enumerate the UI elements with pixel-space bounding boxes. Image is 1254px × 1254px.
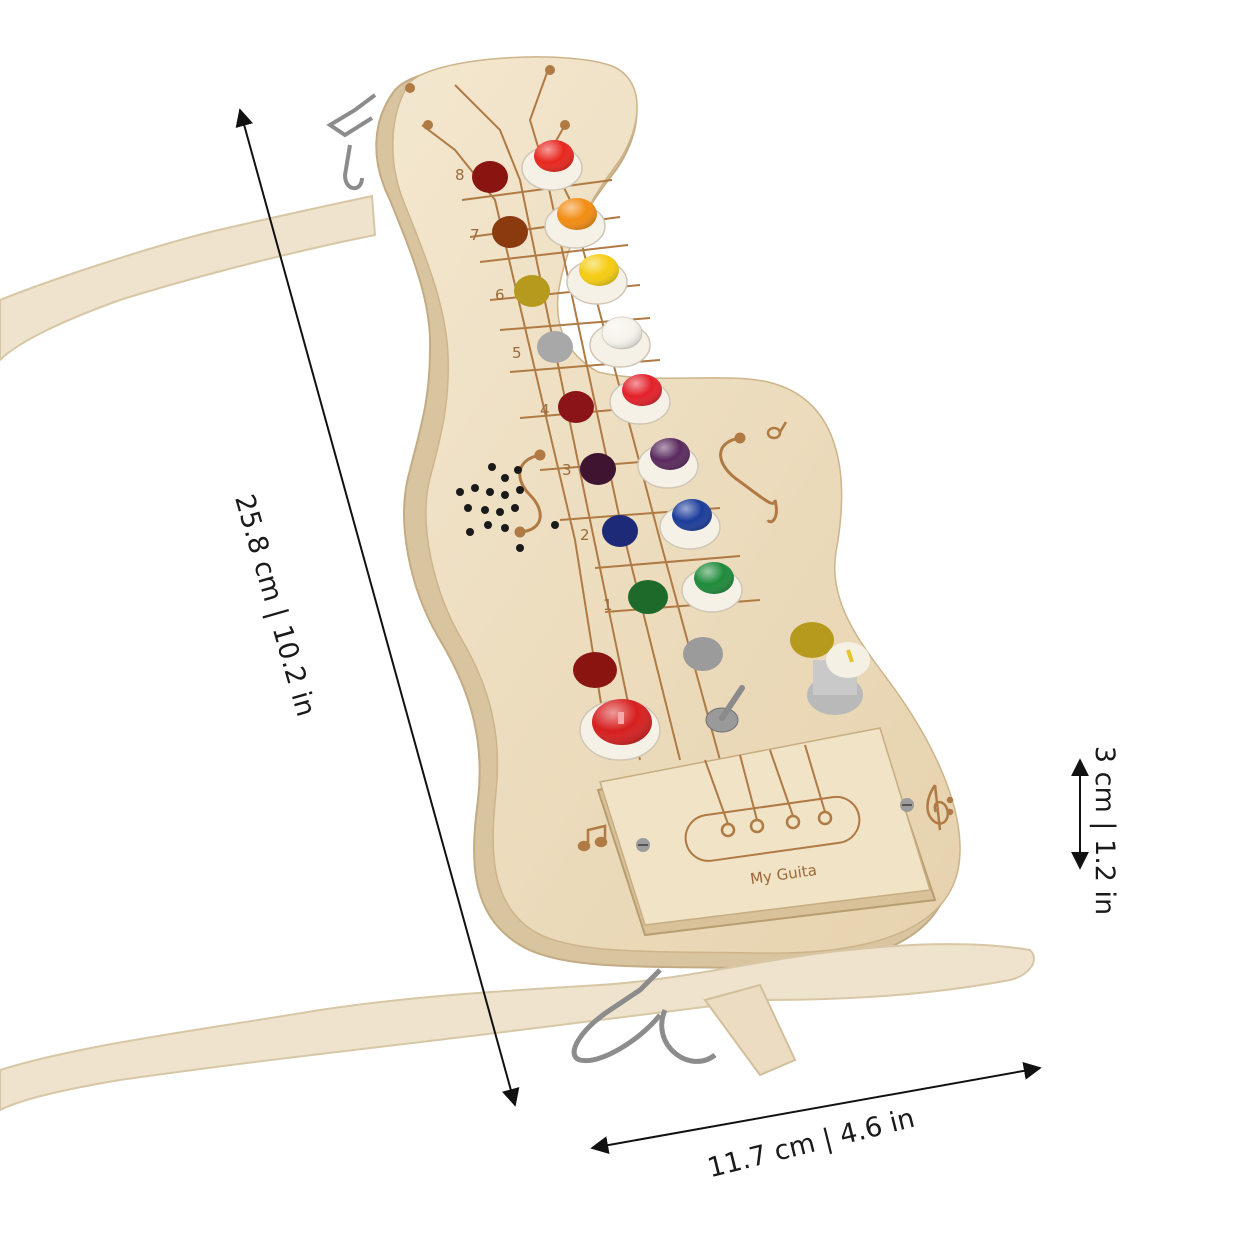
fret-number-8: 8 (455, 166, 465, 184)
button-yellow (566, 254, 628, 305)
depth-dimension-label: 3 cm | 1.2 in (1089, 745, 1121, 916)
led-10 (573, 652, 617, 688)
led-8 (628, 580, 668, 614)
led-11 (790, 622, 834, 658)
led-6 (580, 453, 616, 485)
strap-upper (0, 194, 377, 362)
strap-hanging (703, 983, 797, 1077)
button-red (521, 140, 583, 191)
button-white (589, 316, 651, 368)
led-9 (683, 637, 723, 671)
led-1 (472, 161, 508, 193)
fret-number-4: 4 (540, 401, 550, 419)
led-7 (602, 515, 638, 547)
pickup-plate: My Guita (596, 727, 937, 937)
fret-number-1: 1 (603, 596, 613, 614)
fret-number-3: 3 (562, 461, 572, 479)
fret-number-6: 6 (495, 286, 505, 304)
fret-number-7: 7 (470, 226, 480, 244)
button-purple (637, 438, 699, 489)
volume-knob (807, 642, 870, 715)
strap-lower (0, 943, 1035, 1112)
clip-hook-icon (571, 968, 717, 1064)
button-column (521, 140, 743, 613)
fret-number-2: 2 (580, 526, 590, 544)
led-4 (537, 331, 573, 363)
power-button (579, 699, 661, 761)
led-5 (558, 391, 594, 423)
led-2 (492, 216, 528, 248)
f-hole-right (719, 432, 778, 524)
screw-icon (900, 798, 914, 812)
button-blue (659, 499, 721, 550)
clip-hook-icon (326, 93, 377, 191)
height-arrow-icon (235, 108, 520, 1107)
button-orange (544, 198, 606, 249)
toggle-switch (705, 685, 745, 733)
button-green (681, 562, 743, 613)
width-arrow-icon (590, 1061, 1042, 1155)
music-note-icon (577, 421, 788, 852)
led-3 (514, 275, 550, 307)
button-red-2 (609, 374, 671, 425)
treble-clef-icon (926, 784, 954, 831)
fret-number-5: 5 (512, 344, 522, 362)
screw-icon (636, 838, 650, 852)
